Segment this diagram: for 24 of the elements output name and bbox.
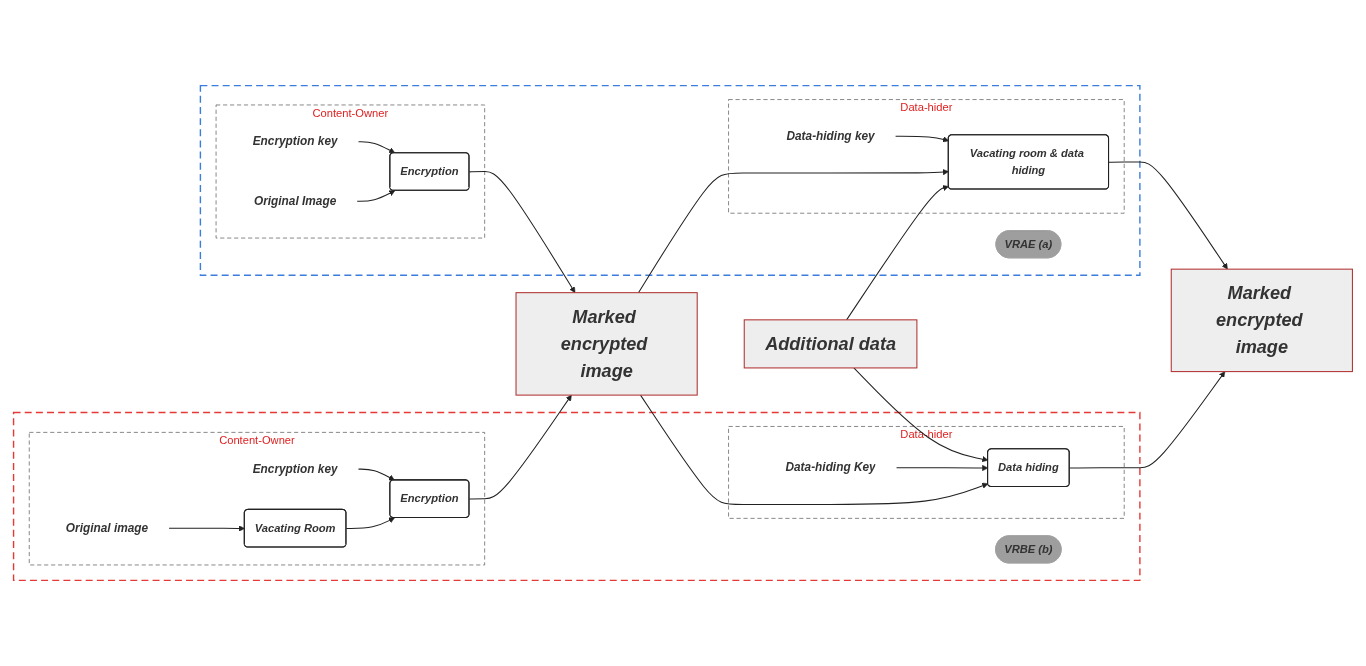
arrow — [357, 468, 395, 481]
arrow — [357, 141, 396, 154]
arrow — [468, 394, 572, 500]
arrow — [637, 169, 949, 294]
node-text: Encryption key — [252, 134, 338, 149]
cluster — [12, 411, 1141, 582]
arrow — [1108, 161, 1228, 270]
arrow — [895, 135, 949, 143]
node-text: Encryption key — [252, 462, 338, 476]
arrow — [468, 171, 576, 293]
node-text: Data-hiding Key — [785, 460, 876, 475]
arrow — [356, 190, 396, 202]
node-text: Original Image — [253, 194, 337, 208]
arrow — [846, 185, 949, 321]
cluster — [199, 84, 1141, 276]
arrow — [345, 517, 395, 530]
node-box: Marked encrypted image — [515, 292, 698, 396]
arrow — [640, 394, 989, 505]
node-box: Additional data — [743, 319, 918, 369]
arrow — [168, 525, 245, 532]
node-text: Original image — [65, 521, 149, 535]
node-text: Data-hiding key — [786, 129, 875, 143]
node-box: Marked encrypted image — [1170, 268, 1353, 373]
arrow — [1069, 371, 1226, 469]
